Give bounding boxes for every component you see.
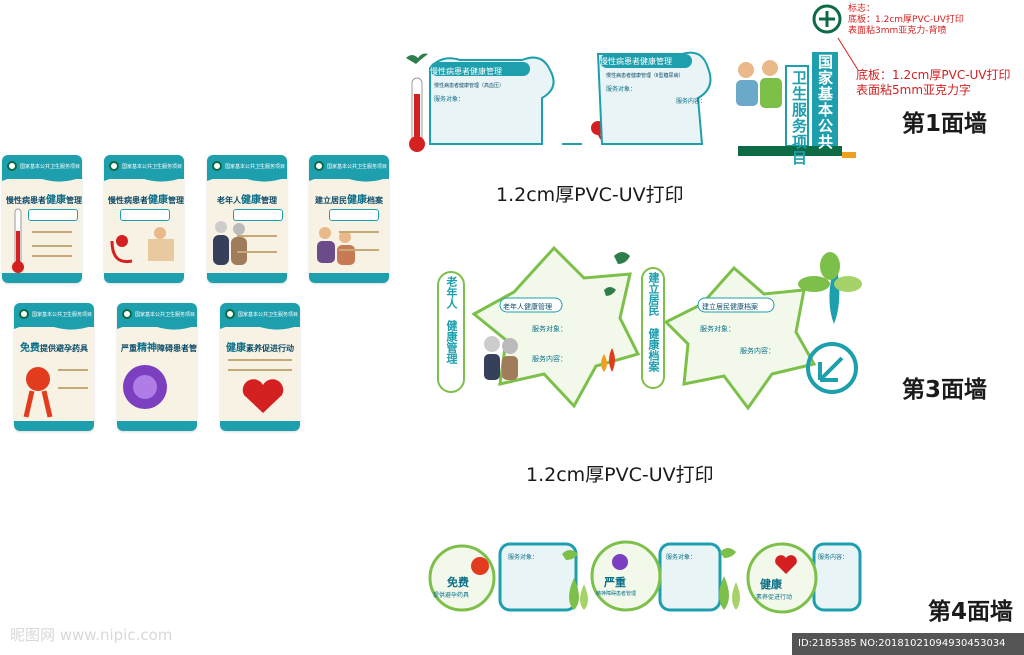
wall4-panel bbox=[428, 540, 862, 614]
card-header: 国家基本公共卫生服务项目 bbox=[20, 164, 81, 170]
wall4-item3-service: 服务内容： bbox=[818, 554, 849, 561]
card-title: 建立居民健康档案 bbox=[315, 195, 383, 206]
wall1-service-object-2: 服务对象： bbox=[606, 86, 637, 93]
card-header: 国家基本公共卫生服务项目 bbox=[238, 312, 299, 318]
wall3-label: 第3面墙 bbox=[902, 377, 988, 403]
print-note-2: 1.2cm厚PVC-UV打印 bbox=[526, 464, 714, 486]
logo-icon bbox=[109, 161, 119, 171]
sphygmomanometer-icon bbox=[110, 227, 174, 264]
wall4-item2-a: 严重 bbox=[604, 576, 626, 589]
card-title: 健康素养促进行动 bbox=[226, 343, 294, 354]
card-header: 国家基本公共卫生服务项目 bbox=[135, 312, 196, 318]
card-header: 国家基本公共卫生服务项目 bbox=[32, 312, 93, 318]
wall4-label: 第4面墙 bbox=[928, 599, 1014, 625]
wall1-label: 第1面墙 bbox=[902, 111, 988, 137]
card-header: 国家基本公共卫生服务项目 bbox=[225, 164, 286, 170]
vertical-label-service: 卫生服务项目 bbox=[790, 70, 808, 166]
wall4-item2-service: 服务对象： bbox=[666, 554, 697, 561]
card-header: 国家基本公共卫生服务项目 bbox=[122, 164, 183, 170]
wall3-star1-title: 老年人健康管理 bbox=[503, 303, 552, 311]
wall4-item2-b: 精神障碍患者管理 bbox=[596, 591, 637, 597]
vertical-label-national: 国家基本公共 bbox=[816, 54, 834, 150]
wall1-title-2: 慢性病患者健康管理 bbox=[600, 57, 672, 66]
wall1-service-content-2: 服务内容： bbox=[676, 98, 707, 105]
print-note-1: 1.2cm厚PVC-UV打印 bbox=[496, 184, 684, 206]
card-title: 老年人健康管理 bbox=[217, 195, 277, 206]
watermark-text: 昵图网 www.nipic.com bbox=[10, 626, 173, 644]
wall4-item1-service: 服务对象： bbox=[508, 554, 539, 561]
brain-icon bbox=[123, 365, 167, 409]
card-title: 免费提供避孕药具 bbox=[20, 343, 88, 354]
logo-icon bbox=[314, 161, 324, 171]
wall3-vertical-mid-b: 健康档案 bbox=[647, 328, 660, 372]
card-elderly: 国家基本公共卫生服务项目 老年人健康管理 bbox=[207, 155, 287, 283]
card-literacy: 国家基本公共卫生服务项目 健康素养促进行动 bbox=[220, 303, 300, 431]
wall3-vertical-mid-a: 建立居民 bbox=[647, 272, 660, 316]
logo-note: 标志：底板：1.2cm厚PVC-UV打印表面粘3mm亚克力-背喷 bbox=[848, 4, 964, 36]
wall3-panel bbox=[437, 245, 862, 411]
base-note: 底板：1.2cm厚PVC-UV打印表面粘5mm亚克力字 bbox=[856, 68, 1011, 97]
wall3-service-object-2: 服务对象： bbox=[700, 325, 735, 333]
card-title: 慢性病患者健康管理 bbox=[108, 195, 184, 206]
wall1-service-object-1: 服务对象： bbox=[434, 96, 465, 103]
wall4-item1-b: 提供避孕药具 bbox=[433, 592, 470, 599]
logo-icon bbox=[225, 309, 235, 319]
card-chronic-diabetes: 国家基本公共卫生服务项目 慢性病患者健康管理 bbox=[104, 155, 184, 283]
health-logo-icon bbox=[812, 4, 842, 34]
elderly-couple-icon bbox=[213, 221, 247, 265]
logo-icon bbox=[122, 309, 132, 319]
card-title: 慢性病患者健康管理 bbox=[6, 195, 82, 206]
mascot-icon bbox=[23, 367, 53, 418]
card-chronic-hypertension: 国家基本公共卫生服务项目 慢性病患者健康管理 bbox=[2, 155, 82, 283]
wall3-star2-title: 建立居民健康档案 bbox=[702, 303, 758, 311]
logo-icon bbox=[19, 309, 29, 319]
thermometer-icon bbox=[12, 208, 24, 273]
wall3-service-content-2: 服务内容： bbox=[740, 347, 775, 355]
wall4-item3-b: 素养促进行动 bbox=[756, 594, 793, 601]
note-pointer bbox=[837, 37, 859, 71]
card-health-record: 国家基本公共卫生服务项目 建立居民健康档案 bbox=[309, 155, 389, 283]
card-contraceptive: 国家基本公共卫生服务项目 免费提供避孕药具 bbox=[14, 303, 94, 431]
wall1-subtitle-1: 慢性病患者健康管理（高血压） bbox=[434, 83, 505, 89]
wall4-item1-a: 免费 bbox=[447, 576, 469, 589]
wall3-service-object-1: 服务对象： bbox=[532, 325, 567, 333]
wall3-service-content-1: 服务内容： bbox=[532, 355, 567, 363]
wall3-vertical-left-b: 健康管理 bbox=[445, 320, 458, 364]
family-icon bbox=[317, 227, 355, 265]
wall3-vertical-left-a: 老年人 bbox=[445, 276, 458, 309]
logo-icon bbox=[7, 161, 17, 171]
card-header: 国家基本公共卫生服务项目 bbox=[327, 164, 388, 170]
wall1-subtitle-2: 慢性病患者健康管理（Ⅱ型糖尿病） bbox=[606, 73, 684, 79]
wall1-panel bbox=[406, 51, 856, 158]
heart-icon bbox=[242, 379, 284, 413]
wall4-item3-a: 健康 bbox=[760, 578, 782, 591]
image-id-bar: ID:2185385 NO:20181021094930453034 bbox=[792, 633, 1024, 655]
wall1-title-1: 慢性病患者健康管理 bbox=[430, 67, 502, 76]
logo-icon bbox=[212, 161, 222, 171]
